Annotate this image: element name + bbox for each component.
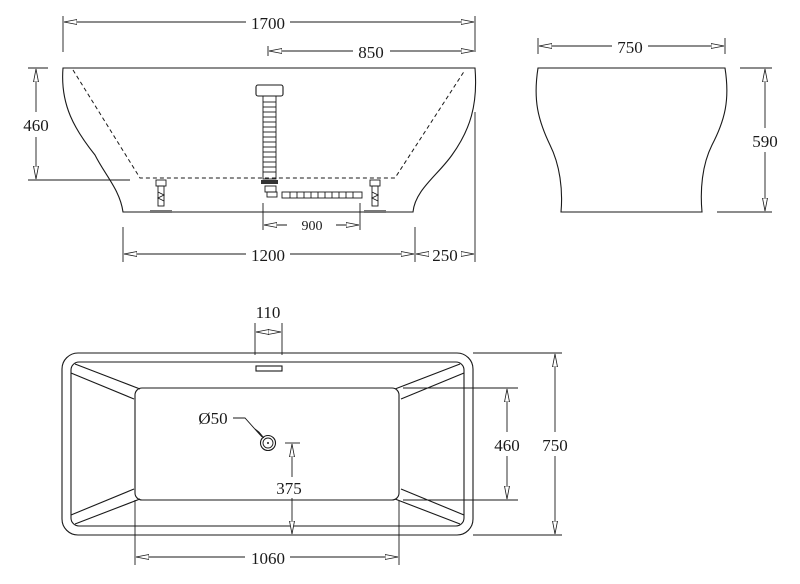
inner-length-label: 1060 — [251, 549, 285, 568]
tub-side-outline — [62, 67, 477, 213]
top-view: 110 Ø50 — [61, 303, 568, 568]
dim-overflow-width: 110 — [254, 303, 283, 355]
dim-end-height: 590 — [717, 67, 778, 213]
drain-pipe-label: 900 — [302, 219, 323, 234]
end-width-label: 750 — [617, 38, 643, 57]
tub-basin-floor — [134, 387, 400, 501]
drain-offset-label: 850 — [358, 43, 384, 62]
tub-end-outline — [535, 67, 728, 213]
dim-drain-to-edge: 375 — [276, 442, 302, 534]
base-length-label: 1200 — [251, 246, 285, 265]
support-foot-left — [150, 179, 172, 213]
side-view: 1700 850 460 — [23, 14, 477, 265]
outer-width-label: 750 — [542, 436, 568, 455]
end-height-label: 590 — [752, 132, 778, 151]
dim-end-width: 750 — [537, 38, 726, 57]
dim-overall-length: 1700 — [62, 14, 476, 52]
overflow-width-label: 110 — [256, 303, 281, 322]
tub-outer-rim — [61, 352, 474, 536]
drain-to-edge-label: 375 — [276, 479, 302, 498]
tub-inner-profile — [72, 69, 466, 179]
inner-width-label: 460 — [494, 436, 520, 455]
depth-label: 460 — [23, 116, 49, 135]
dim-outer-width: 750 — [473, 352, 568, 536]
drain: Ø50 — [198, 409, 277, 452]
drain-diameter-label: Ø50 — [198, 409, 227, 428]
corner-bevels — [70, 363, 465, 525]
overhang-label: 250 — [432, 246, 458, 265]
tub-inner-rim — [70, 361, 465, 527]
dim-base-length: 1200 — [122, 112, 476, 265]
dim-drain-pipe: 900 — [262, 203, 361, 234]
dim-inner-width: 460 — [403, 387, 520, 501]
dim-inner-length: 1060 — [134, 500, 400, 568]
dim-depth: 460 — [23, 67, 130, 181]
support-foot-right — [364, 179, 386, 213]
dim-drain-offset: 850 — [267, 43, 474, 62]
overall-length-label: 1700 — [251, 14, 285, 33]
end-view: 750 590 — [535, 38, 778, 213]
faucet-pipe — [255, 84, 363, 199]
dim-overhang: 250 — [416, 246, 474, 265]
overflow-slot — [255, 365, 283, 372]
